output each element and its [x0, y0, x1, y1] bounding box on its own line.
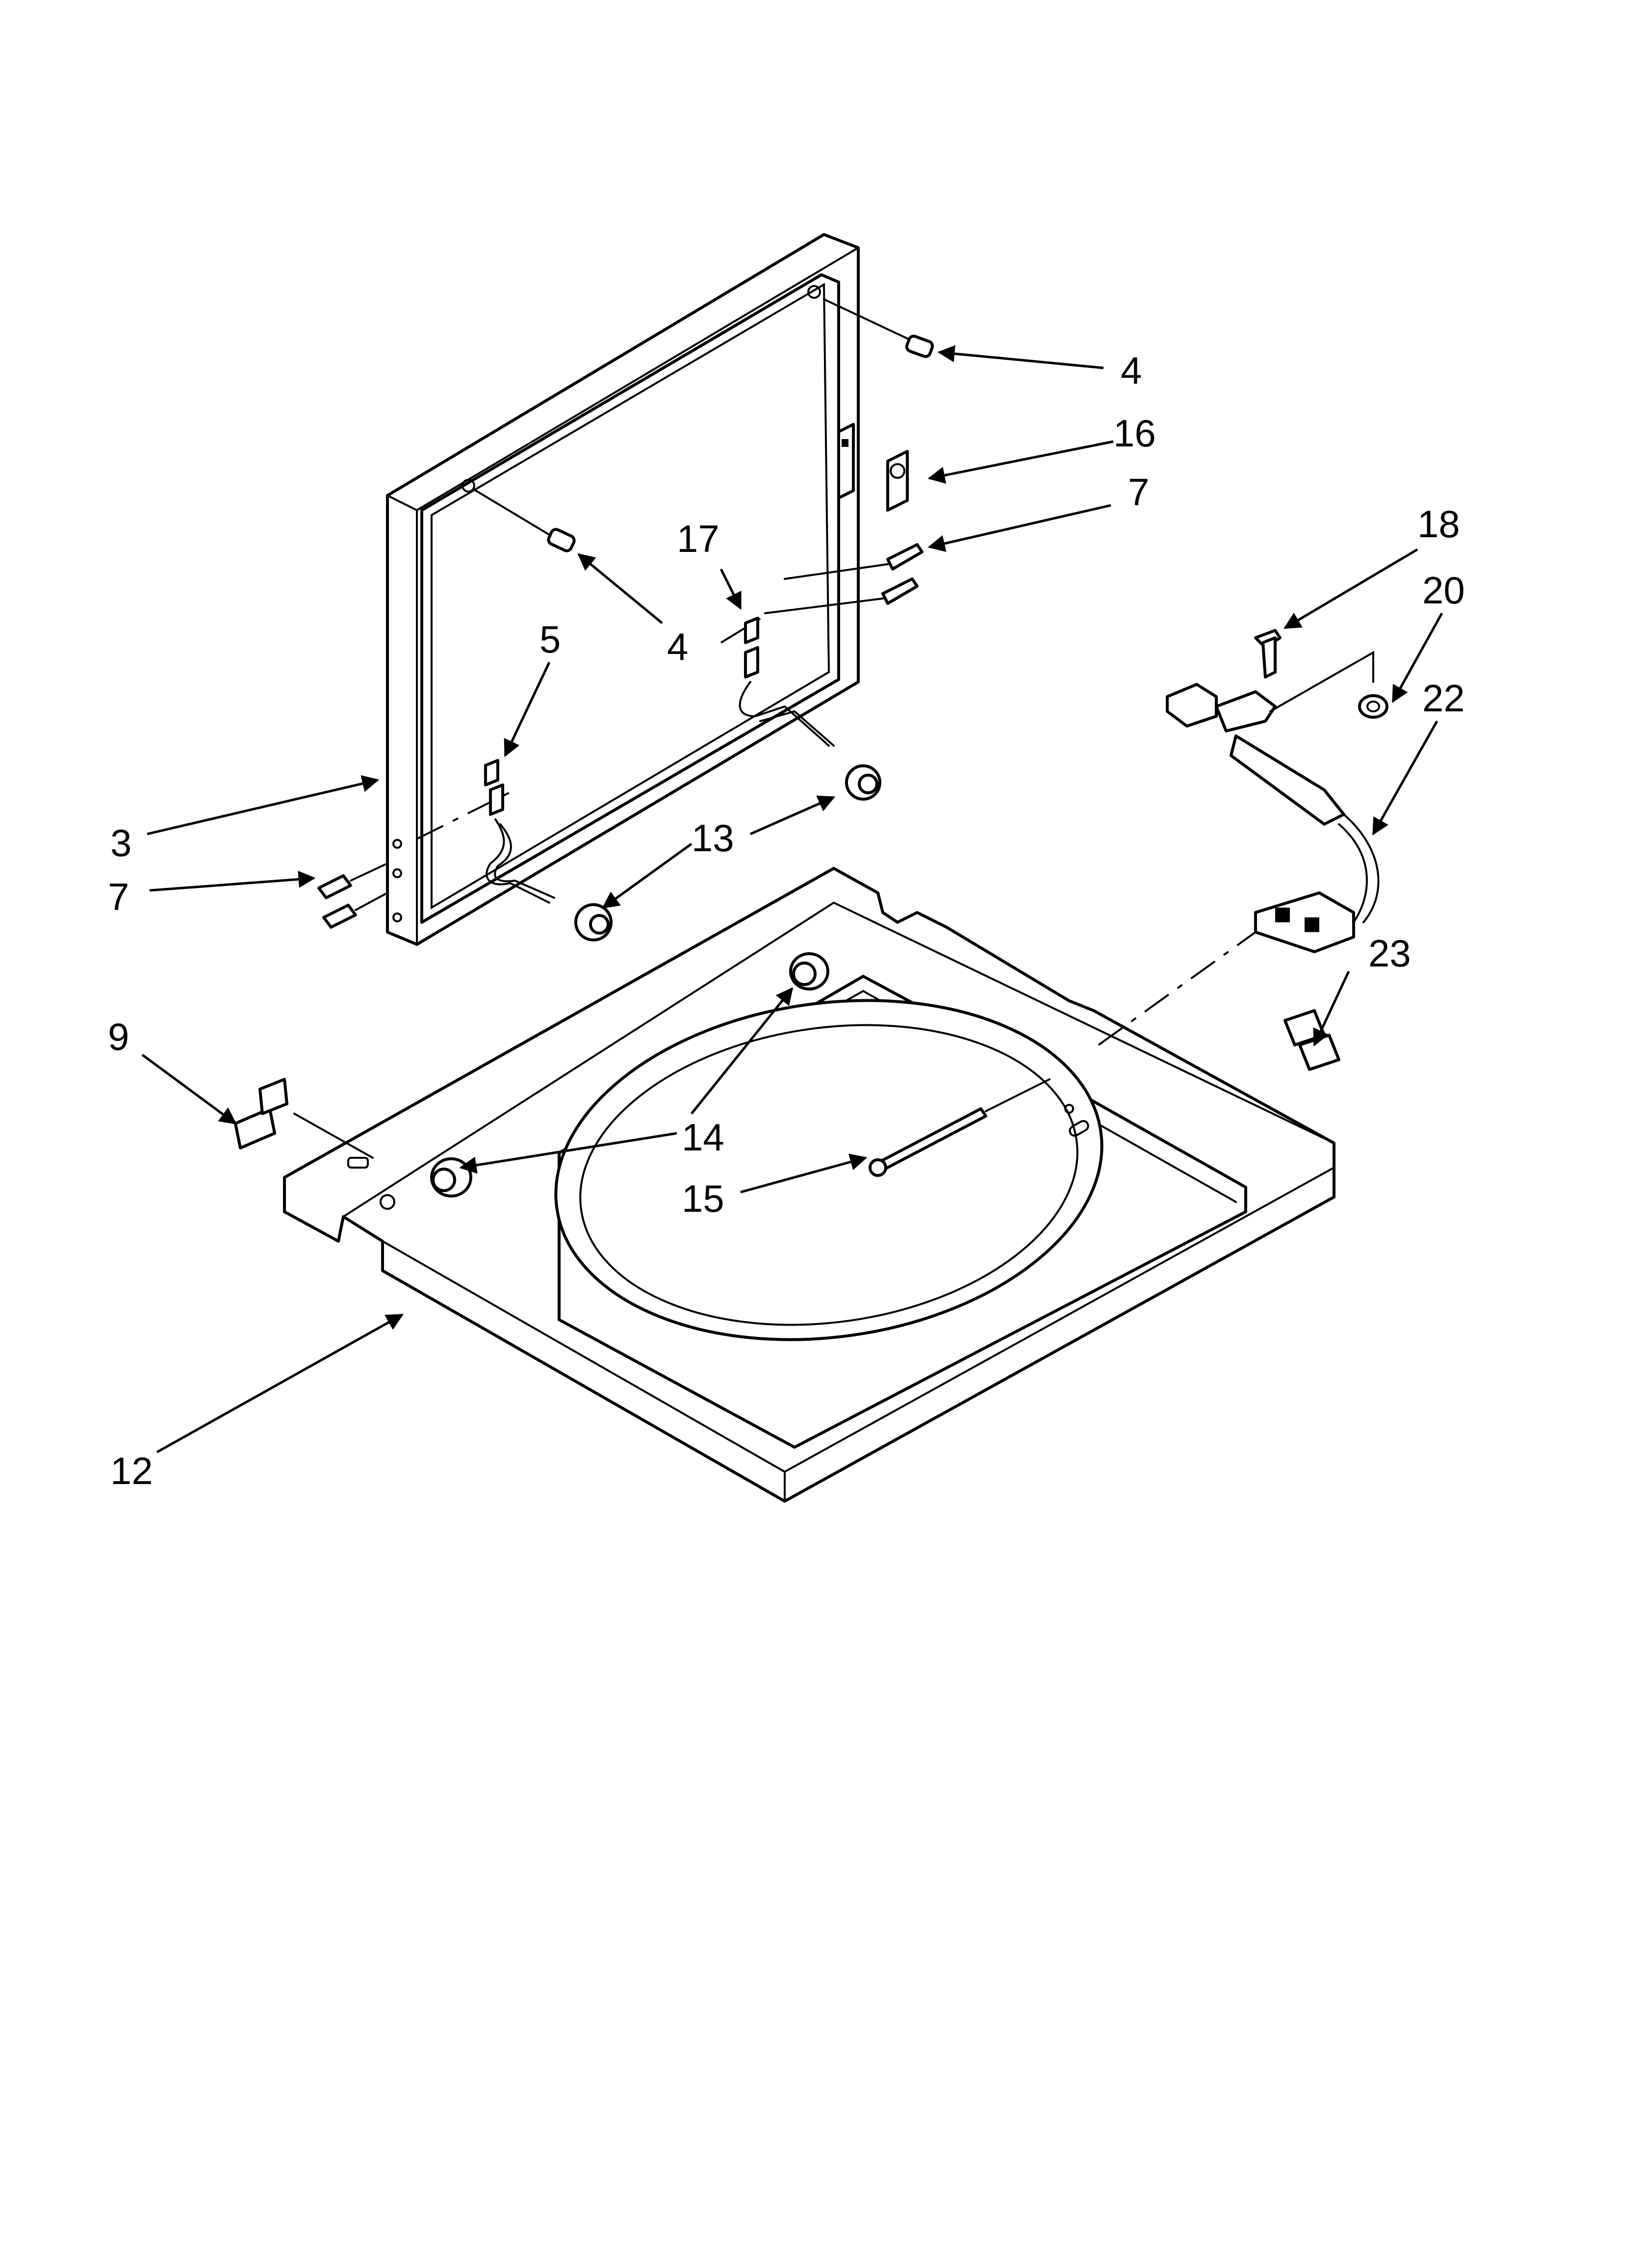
callout-17: 17 [677, 517, 719, 560]
bumper-top-panel-2 [430, 1157, 472, 1198]
callout-4-top: 4 [1121, 349, 1142, 392]
bumper-left [574, 903, 613, 941]
leader-lines [141, 345, 1443, 1454]
callout-3: 3 [110, 821, 131, 864]
wire-harness-left [416, 759, 555, 904]
screw-left-2 [322, 892, 388, 929]
callout-12: 12 [110, 1449, 153, 1492]
callout-22: 22 [1422, 677, 1465, 720]
callout-4-mid: 4 [667, 625, 688, 668]
callout-7-left: 7 [108, 875, 129, 918]
callout-labels: 4 16 7 17 4 5 18 20 22 3 13 7 23 9 14 15… [108, 349, 1465, 1492]
callout-5: 5 [539, 618, 561, 661]
screw-right-1 [784, 543, 924, 580]
callout-15: 15 [682, 1177, 724, 1220]
callout-9: 9 [108, 1015, 129, 1058]
bumper-top-panel-1 [789, 952, 829, 991]
bumper-right [845, 764, 881, 801]
callout-20: 20 [1422, 569, 1465, 612]
wire-harness-right [720, 615, 835, 747]
switch-mount-line [1098, 931, 1257, 1046]
screw-panel [869, 1078, 1051, 1177]
screw-left-1 [317, 862, 388, 899]
clip-right [1283, 1009, 1340, 1071]
nut-switch [1358, 694, 1388, 719]
hinge-pin-top [823, 298, 934, 358]
callout-7-right: 7 [1128, 470, 1149, 514]
callout-16: 16 [1113, 412, 1156, 455]
callout-14: 14 [682, 1116, 724, 1159]
screw-right-2 [764, 577, 919, 614]
lid-switch-assembly [1166, 651, 1380, 953]
callout-23: 23 [1368, 932, 1411, 975]
lid-switch-bracket [837, 423, 909, 512]
hinge-pin-left [475, 490, 576, 552]
top-panel [283, 867, 1335, 1503]
clip-left [234, 1078, 374, 1159]
screw-switch [1254, 629, 1282, 678]
callout-18: 18 [1417, 502, 1460, 546]
callout-13: 13 [692, 816, 734, 860]
